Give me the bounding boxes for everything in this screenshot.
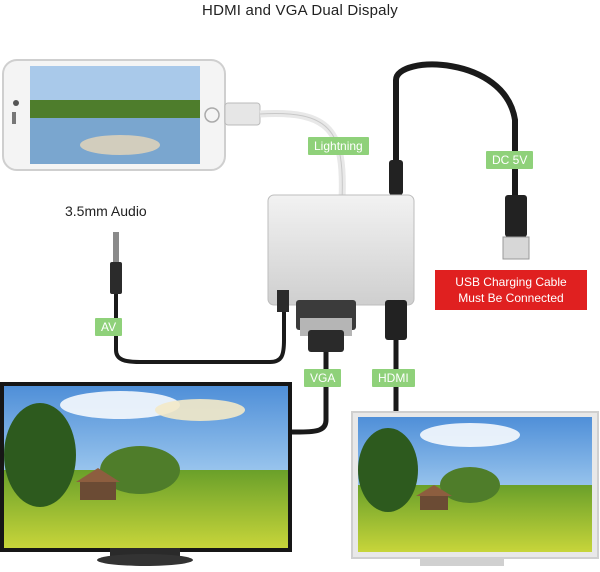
audio-label: 3.5mm Audio xyxy=(65,203,147,219)
vga-cable xyxy=(292,330,344,435)
lightning-cable xyxy=(224,102,346,201)
adapter-hub xyxy=(267,194,415,340)
phone-device xyxy=(2,59,226,171)
dc-5v-label: DC 5V xyxy=(486,151,534,169)
lightning-label: Lightning xyxy=(308,137,369,155)
page-title: HDMI and VGA Dual Dispaly xyxy=(202,2,398,19)
usb-charging-cable xyxy=(389,61,530,260)
warning-line-2: Must Be Connected xyxy=(458,291,564,305)
left-monitor xyxy=(0,382,292,566)
right-monitor xyxy=(351,411,599,566)
warning-line-1: USB Charging Cable xyxy=(455,275,567,289)
audio-av-cable xyxy=(110,232,289,364)
vga-label: VGA xyxy=(304,369,342,387)
av-label: AV xyxy=(95,318,123,336)
warning-box: USB Charging Cable Must Be Connected xyxy=(435,270,587,310)
hdmi-label: HDMI xyxy=(372,369,415,387)
